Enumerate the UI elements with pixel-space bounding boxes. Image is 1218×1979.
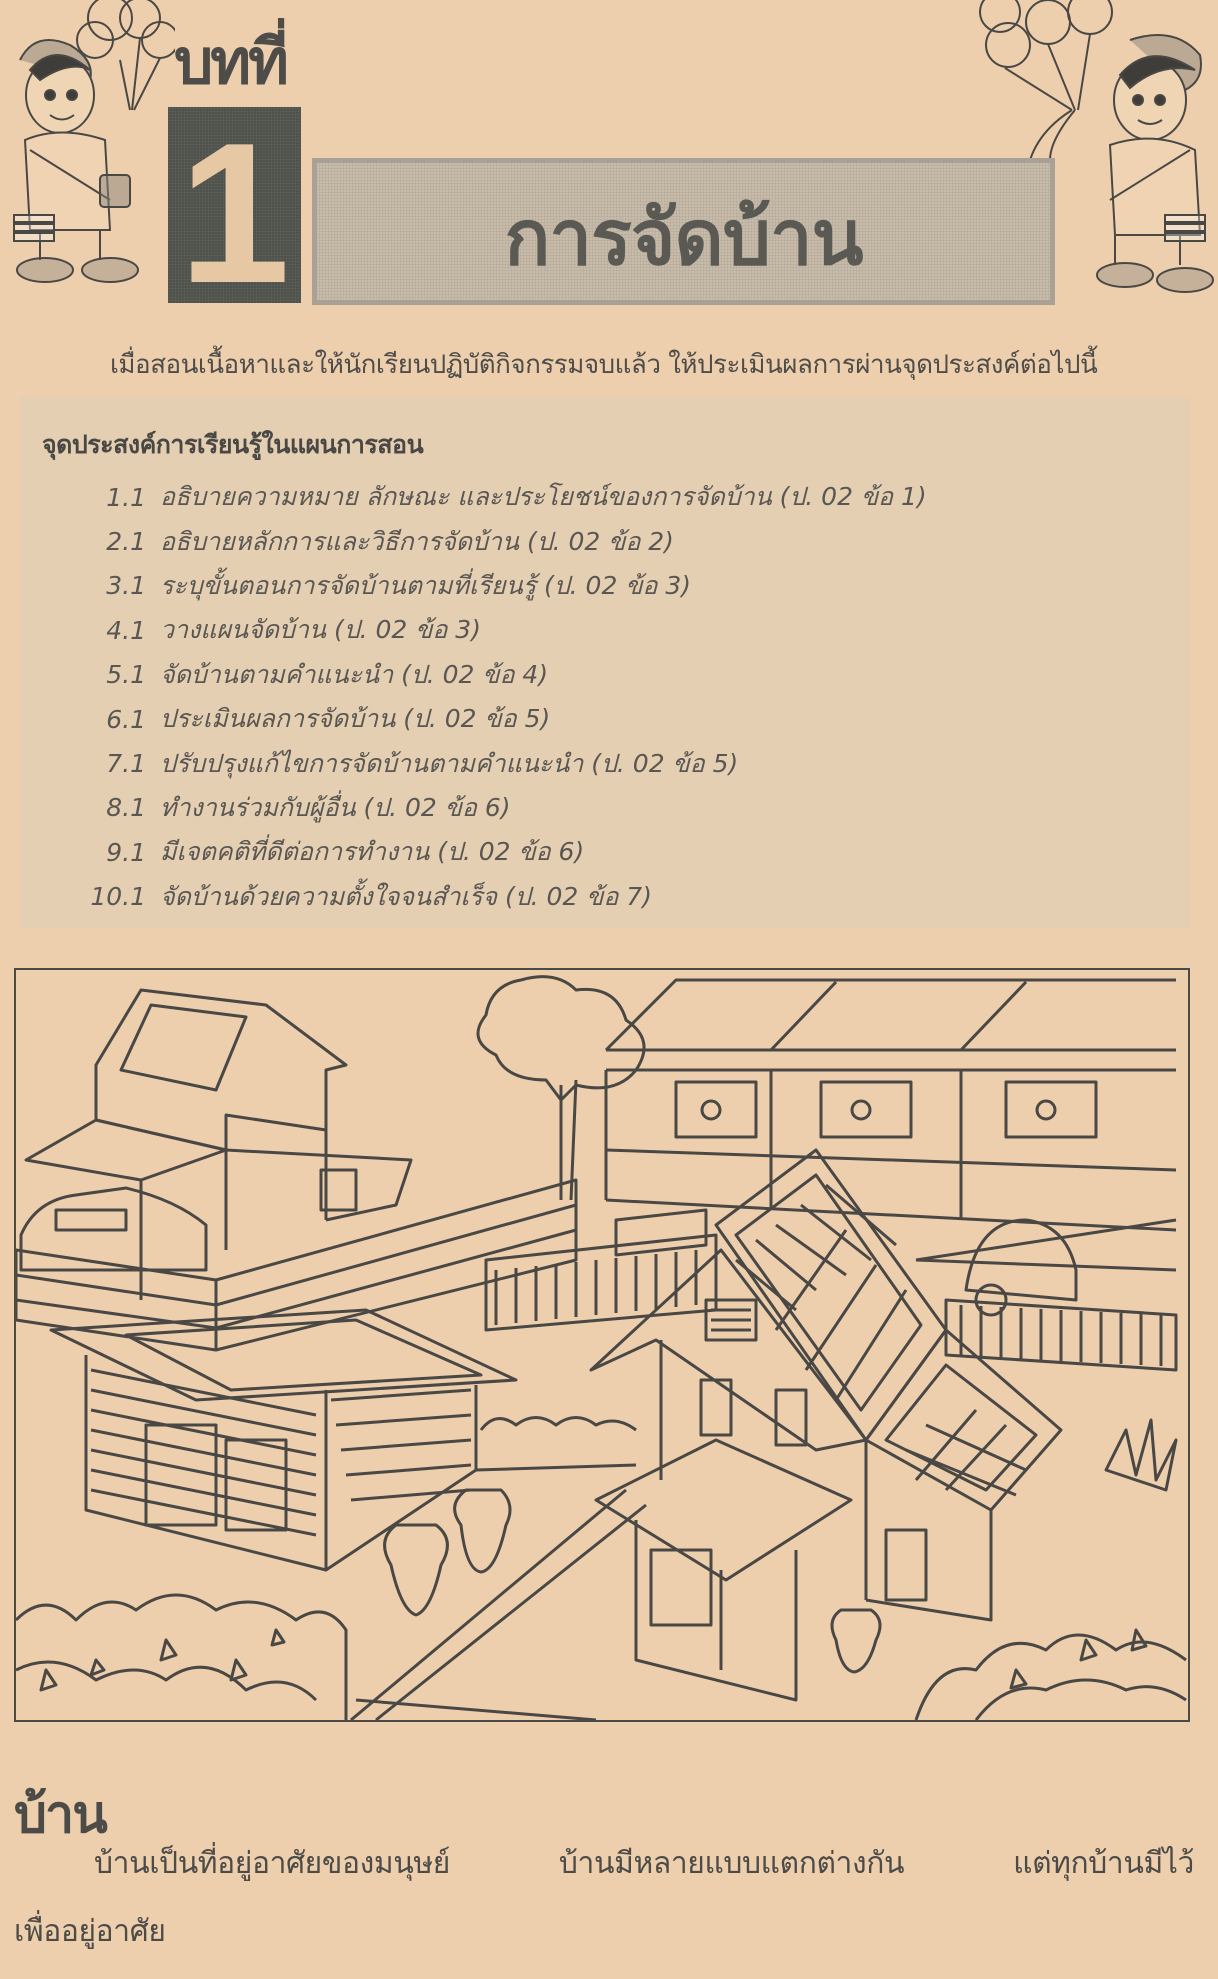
objective-number: 7.1 — [106, 749, 146, 779]
objective-number: 1.1 — [106, 482, 146, 512]
objective-item: 6.1 ประเมินผลการจัดบ้าน (ป. 02 ข้อ 5) — [90, 697, 927, 741]
objective-text: อธิบายหลักการและวิธีการจัดบ้าน (ป. 02 ข้… — [160, 526, 674, 556]
neighborhood-houses-icon — [16, 975, 1187, 1720]
houses-illustration — [14, 968, 1190, 1722]
objective-item: 1.1 อธิบายความหมาย ลักษณะ และประโยชน์ของก… — [90, 475, 927, 519]
objective-item: 2.1 อธิบายหลักการและวิธีการจัดบ้าน (ป. 02… — [90, 519, 927, 563]
section-body: บ้านเป็นที่อยู่อาศัยของมนุษย์ บ้านมีหลาย… — [14, 1830, 1194, 1966]
chapter-label: บทที่ — [173, 25, 289, 98]
objective-number: 10.1 — [90, 882, 146, 912]
objectives-heading: จุดประสงค์การเรียนรู้ในแผนการสอน — [42, 430, 424, 459]
objective-item: 5.1 จัดบ้านตามคำแนะนำ (ป. 02 ข้อ 4) — [90, 653, 927, 697]
body-paragraph-line: เพื่ออยู่อาศัย — [14, 1914, 166, 1949]
scout-boy-left-icon — [13, 0, 175, 283]
objective-text: จัดบ้านตามคำแนะนำ (ป. 02 ข้อ 4) — [160, 659, 549, 689]
objective-item: 4.1 วางแผนจัดบ้าน (ป. 02 ข้อ 3) — [90, 608, 927, 652]
objective-number: 8.1 — [106, 793, 146, 823]
objective-item: 7.1 ปรับปรุงแก้ไขการจัดบ้านตามคำแนะนำ (ป.… — [90, 741, 927, 785]
objective-number: 4.1 — [106, 615, 146, 645]
section-heading: บ้าน — [14, 1785, 108, 1845]
objective-item: 10.1 จัดบ้านด้วยความตั้งใจจนสำเร็จ (ป. 02… — [90, 875, 927, 919]
objective-item: 3.1 ระบุขั้นตอนการจัดบ้านตามที่เรียนรู้ (… — [90, 564, 927, 608]
objective-number: 5.1 — [106, 660, 146, 690]
objective-text: วางแผนจัดบ้าน (ป. 02 ข้อ 3) — [160, 615, 481, 645]
chapter-number-box: 1 — [168, 107, 301, 314]
objective-text: ประเมินผลการจัดบ้าน (ป. 02 ข้อ 5) — [160, 704, 551, 734]
objective-text: ระบุขั้นตอนการจัดบ้านตามที่เรียนรู้ (ป. … — [160, 570, 692, 600]
objective-text: จัดบ้านด้วยความตั้งใจจนสำเร็จ (ป. 02 ข้อ… — [160, 881, 652, 911]
chapter-title-box: การจัดบ้าน — [312, 158, 1055, 305]
objective-item: 8.1 ทำงานร่วมกับผู้อื่น (ป. 02 ข้อ 6) — [90, 786, 927, 830]
objective-text: มีเจตคติที่ดีต่อการทำงาน (ป. 02 ข้อ 6) — [160, 837, 585, 867]
scout-boy-right-icon — [979, 0, 1214, 293]
objective-text: อธิบายความหมาย ลักษณะ และประโยชน์ของการจ… — [160, 482, 927, 512]
chapter-number: 1 — [178, 102, 291, 325]
objective-number: 6.1 — [106, 704, 146, 734]
objective-number: 3.1 — [106, 571, 146, 601]
body-paragraph-line: บ้านเป็นที่อยู่อาศัยของมนุษย์ บ้านมีหลาย… — [94, 1846, 1194, 1881]
objective-number: 2.1 — [106, 527, 146, 557]
objective-text: ปรับปรุงแก้ไขการจัดบ้านตามคำแนะนำ (ป. 02… — [160, 748, 739, 778]
objective-text: ทำงานร่วมกับผู้อื่น (ป. 02 ข้อ 6) — [160, 792, 511, 822]
objective-number: 9.1 — [106, 837, 146, 867]
objective-item: 9.1 มีเจตคติที่ดีต่อการทำงาน (ป. 02 ข้อ 6… — [90, 830, 927, 874]
chapter-title: การจัดบ้าน — [504, 192, 863, 282]
learning-objectives-panel: จุดประสงค์การเรียนรู้ในแผนการสอน 1.1 อธิบ… — [20, 397, 1190, 928]
objectives-list: 1.1 อธิบายความหมาย ลักษณะ และประโยชน์ของก… — [90, 475, 927, 919]
intro-instruction: เมื่อสอนเนื้อหาและให้นักเรียนปฏิบัติกิจก… — [110, 350, 1098, 380]
